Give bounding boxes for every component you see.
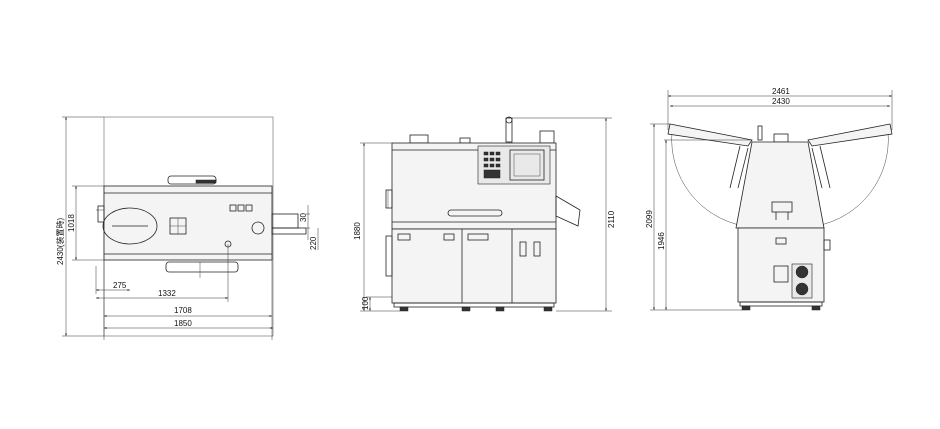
top-view: 2430(装置時) 1018 30 220 275 1332 1708 1850 — [55, 116, 319, 340]
dim-front-foot-height: 100 — [361, 296, 370, 310]
front-feet — [393, 302, 555, 312]
top-turntable — [102, 207, 158, 245]
dim-side-width-arms: 2430 — [772, 97, 790, 106]
front-view: 1880 100 2110 — [353, 116, 616, 312]
front-chute — [555, 195, 581, 227]
top-port — [251, 221, 265, 235]
dim-top-depth-body: 1018 — [67, 214, 76, 232]
side-upper-body — [735, 141, 825, 229]
dim-front-height-body: 1880 — [353, 222, 362, 240]
front-top-box-right — [539, 130, 555, 144]
front-top-box-left — [409, 134, 429, 144]
side-fan-2 — [795, 282, 809, 296]
dim-top-depth-overall: 2430(装置時) — [55, 218, 65, 265]
side-fan-1 — [795, 265, 809, 279]
side-arm-right — [807, 123, 893, 147]
side-top-cap — [773, 133, 789, 143]
front-screen — [509, 149, 545, 181]
dim-top-offset-30: 30 — [299, 213, 308, 222]
side-view: 2461 2430 2099 1946 — [645, 87, 893, 311]
top-vents — [229, 204, 253, 212]
dim-side-width-overall: 2461 — [772, 87, 790, 96]
dim-side-height-body: 1946 — [657, 232, 666, 250]
front-buttons — [483, 151, 501, 179]
top-handle-front — [165, 261, 239, 273]
side-swing-arc — [671, 131, 745, 227]
front-lower-cabinet — [391, 228, 557, 304]
front-slot — [447, 209, 503, 217]
side-arm-left — [667, 123, 753, 147]
dim-top-width-1708: 1708 — [174, 306, 192, 315]
dim-top-width-275: 275 — [113, 281, 127, 290]
dim-front-height-overall: 2110 — [607, 210, 616, 228]
top-body — [103, 185, 273, 261]
dim-top-width-1332: 1332 — [158, 289, 176, 298]
side-feet — [739, 301, 823, 311]
dim-side-height-arms: 2099 — [645, 210, 654, 228]
dim-top-width-1850: 1850 — [174, 319, 192, 328]
dim-top-offset-220: 220 — [309, 236, 318, 250]
top-protrusion — [271, 213, 299, 229]
